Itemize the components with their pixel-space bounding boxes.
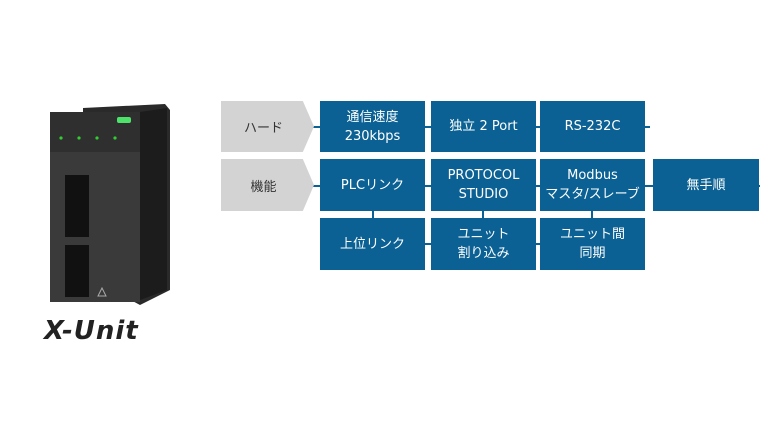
feature-host-link: 上位リンク [320, 218, 425, 270]
feature-rs232c: RS-232C [540, 101, 645, 152]
category-hard: ハード [221, 101, 314, 152]
feature-dual-port: 独立 2 Port [431, 101, 536, 152]
connector [372, 205, 374, 225]
category-function: 機能 [221, 159, 314, 211]
feature-plc-link: PLCリンク [320, 159, 425, 211]
feature-no-protocol: 無手順 [653, 159, 759, 211]
feature-speed: 通信速度 230kbps [320, 101, 425, 152]
feature-modbus: Modbus マスタ/スレーブ [540, 159, 645, 211]
connector [591, 205, 593, 225]
x-unit-logo: X-Unit [44, 316, 139, 346]
feature-unit-interrupt: ユニット 割り込み [431, 218, 536, 270]
product-image [45, 100, 170, 305]
feature-protocol-studio: PROTOCOL STUDIO [431, 159, 536, 211]
feature-unit-sync: ユニット間 同期 [540, 218, 645, 270]
connector [482, 205, 484, 225]
